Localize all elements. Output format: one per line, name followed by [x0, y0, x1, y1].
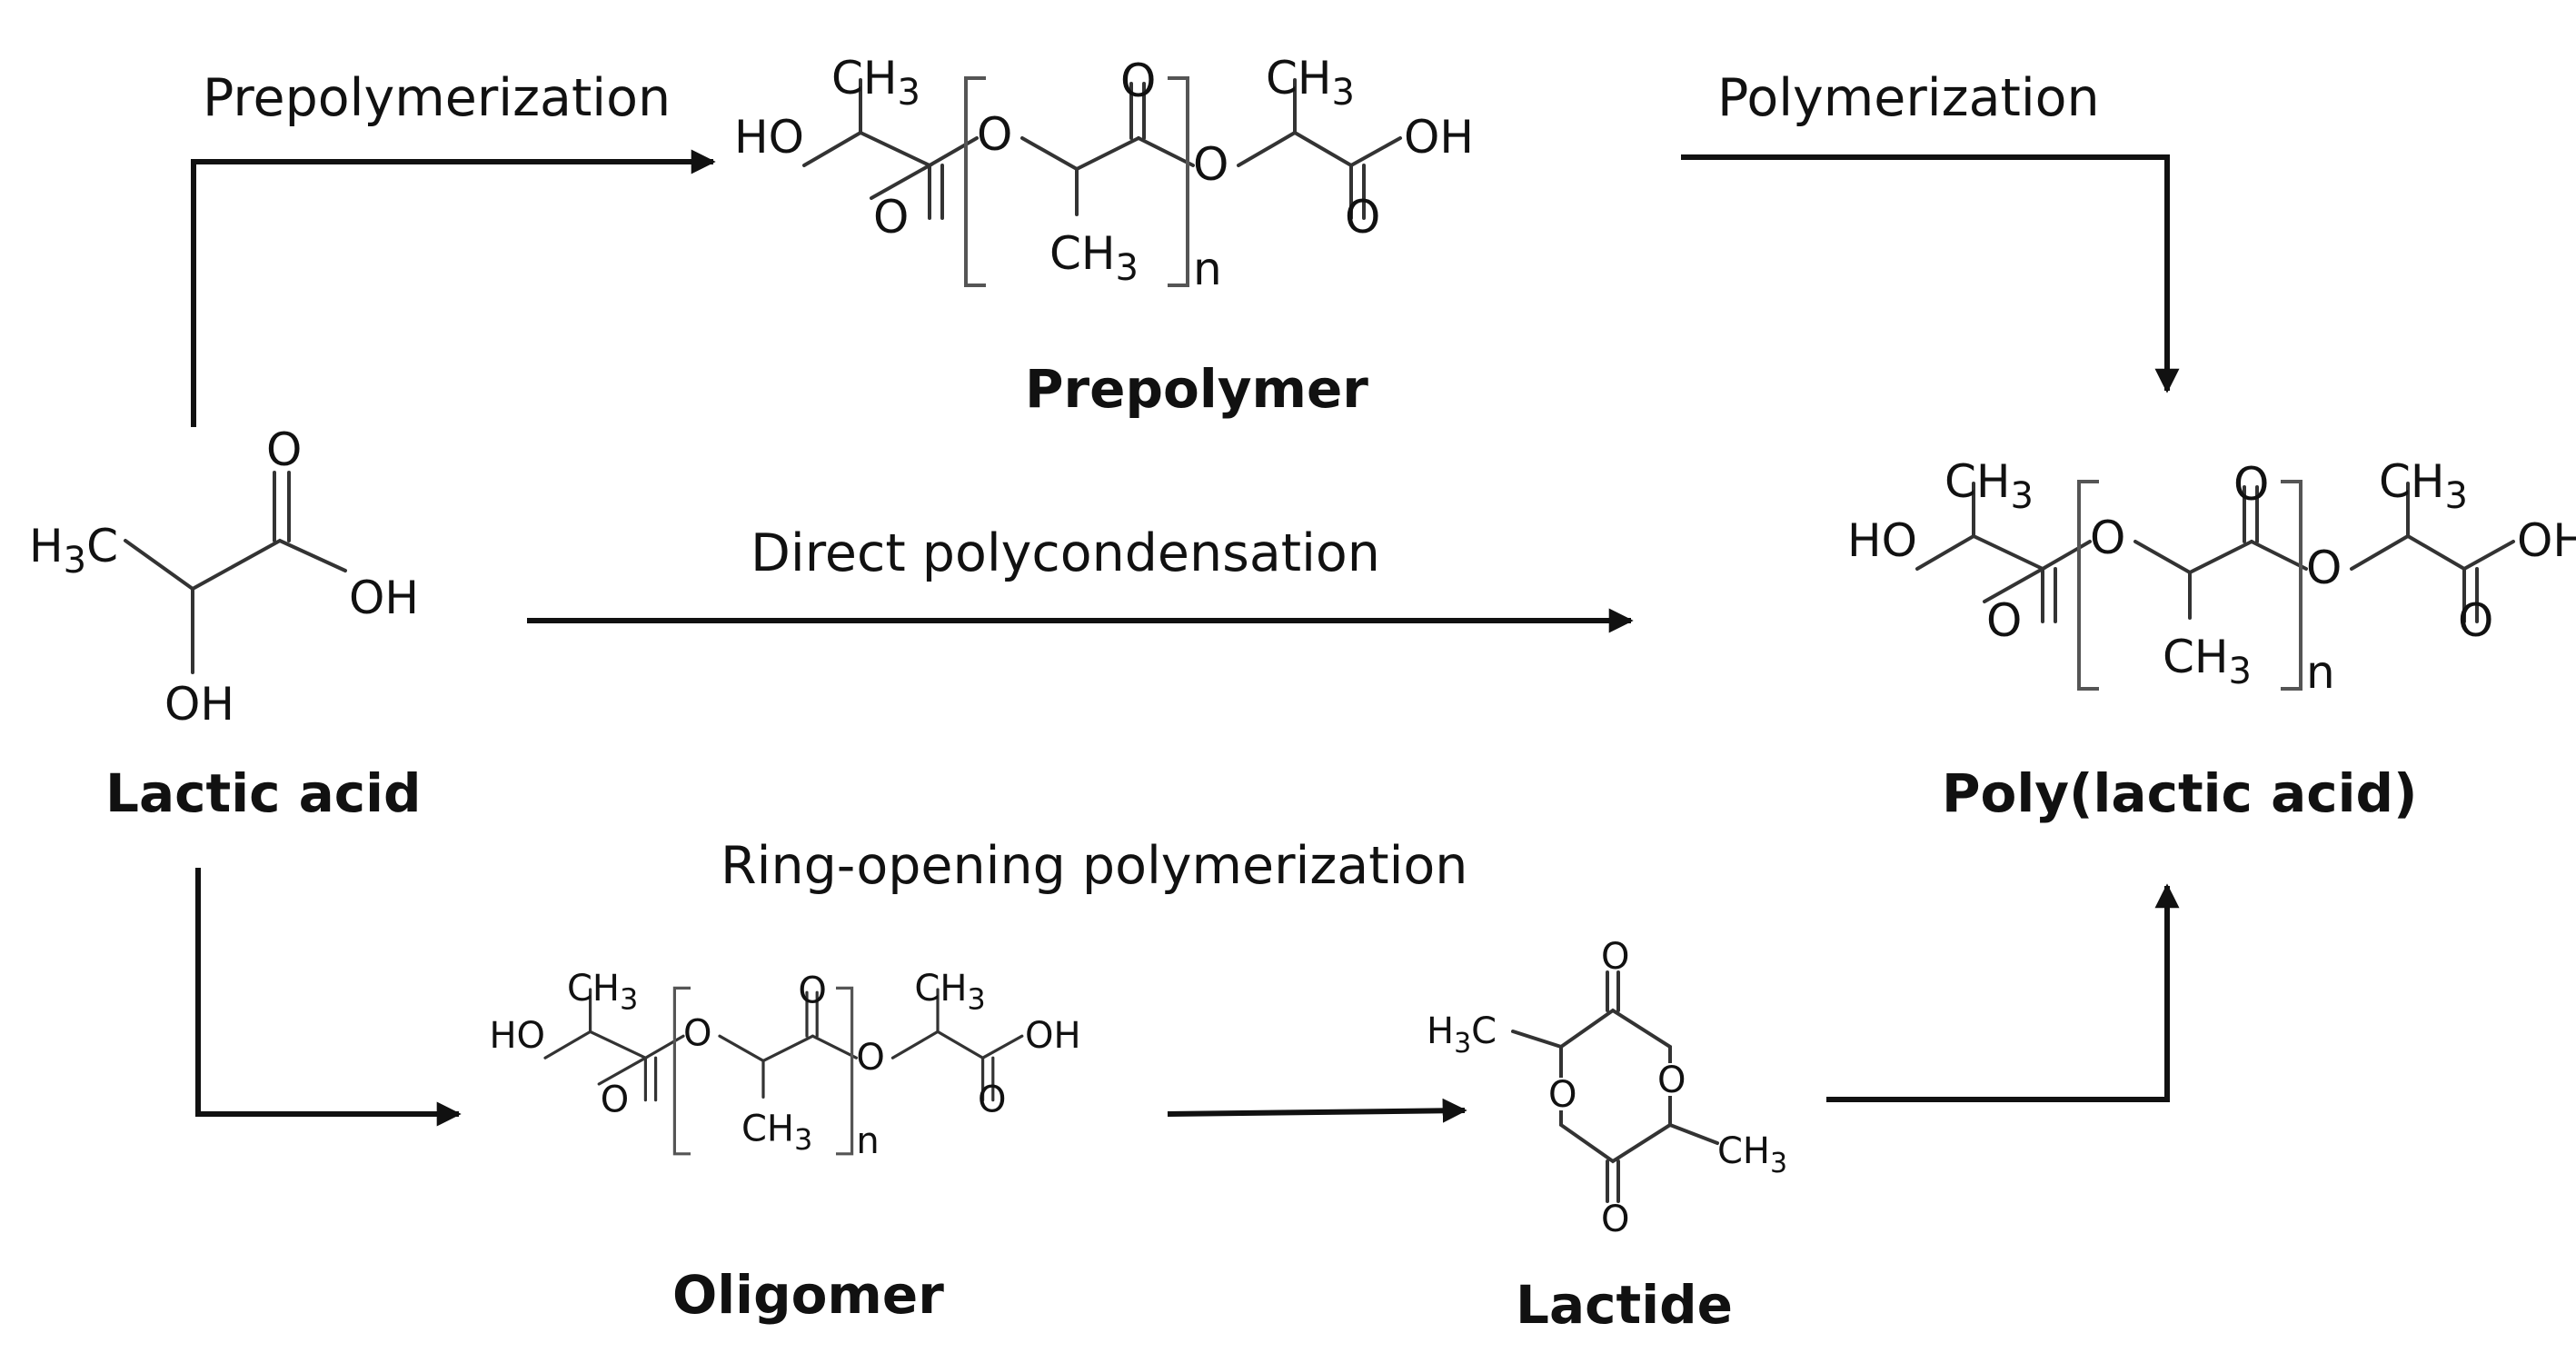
- svg-text:CH3: CH3: [1717, 1130, 1787, 1179]
- svg-text:OH: OH: [1404, 111, 1474, 164]
- svg-text:O: O: [2233, 458, 2269, 511]
- prepolymerization-arrow: [191, 149, 716, 427]
- polymerization-label: Polymerization: [1717, 68, 2100, 128]
- lactic-acid-structure: H3C O OH OH: [29, 423, 419, 731]
- svg-text:O: O: [978, 1079, 1006, 1120]
- svg-text:O: O: [601, 1079, 629, 1120]
- svg-text:H3C: H3C: [1427, 1010, 1497, 1060]
- prepolymerization-label: Prepolymerization: [203, 68, 671, 128]
- svg-text:O: O: [1601, 1199, 1629, 1240]
- svg-text:OH: OH: [1025, 1015, 1081, 1057]
- svg-text:CH3: CH3: [741, 1108, 812, 1157]
- svg-text:O: O: [1657, 1060, 1686, 1101]
- prepolymer-caption: Prepolymer: [1025, 358, 1368, 420]
- svg-text:OH: OH: [2517, 514, 2576, 567]
- svg-text:n: n: [2306, 646, 2335, 699]
- lactic-acid-caption: Lactic acid: [105, 762, 422, 824]
- svg-text:O: O: [1120, 55, 1156, 107]
- svg-text:O: O: [798, 970, 826, 1011]
- svg-text:CH3: CH3: [1049, 227, 1139, 289]
- oligomer-arrow: [195, 868, 462, 1127]
- lactide-caption: Lactide: [1516, 1274, 1733, 1336]
- svg-text:O: O: [1986, 594, 2022, 647]
- svg-text:O: O: [873, 191, 909, 244]
- svg-text:CH3: CH3: [1944, 455, 2034, 517]
- direct-polycondensation-label: Direct polycondensation: [751, 523, 1380, 583]
- svg-text:O: O: [266, 423, 302, 476]
- svg-text:O: O: [1601, 936, 1629, 978]
- prepolymer-structure: HO CH3 O O O CH3 n O CH3 O OH: [734, 52, 1474, 295]
- ring-opening-arrow: [1826, 883, 2180, 1102]
- pla-caption: Poly(lactic acid): [1942, 762, 2418, 824]
- svg-text:O: O: [1193, 138, 1228, 191]
- svg-text:H3C: H3C: [29, 520, 118, 582]
- svg-text:O: O: [2306, 542, 2342, 594]
- svg-text:CH3: CH3: [914, 968, 985, 1017]
- svg-text:O: O: [2090, 512, 2125, 564]
- svg-text:O: O: [856, 1037, 884, 1079]
- svg-text:HO: HO: [734, 111, 804, 164]
- svg-text:CH3: CH3: [567, 968, 638, 1017]
- svg-text:HO: HO: [1847, 514, 1917, 567]
- svg-text:CH3: CH3: [2379, 455, 2468, 517]
- svg-text:OH: OH: [349, 572, 419, 624]
- ring-opening-label: Ring-opening polymerization: [721, 836, 1467, 896]
- svg-text:O: O: [1548, 1074, 1576, 1116]
- svg-text:CH3: CH3: [1266, 52, 1355, 114]
- svg-text:HO: HO: [489, 1015, 545, 1057]
- svg-text:n: n: [1193, 243, 1222, 295]
- oligomer-structure: HO CH3 O O O CH3 n O CH3 O OH: [489, 968, 1080, 1162]
- svg-text:CH3: CH3: [831, 52, 920, 114]
- svg-text:O: O: [2458, 594, 2493, 647]
- svg-text:n: n: [856, 1120, 879, 1162]
- pla-structure: HO CH3 O O O CH3 n O CH3 O OH: [1847, 455, 2576, 699]
- oligomer-caption: Oligomer: [672, 1264, 944, 1326]
- svg-text:O: O: [683, 1013, 711, 1055]
- svg-text:O: O: [977, 108, 1012, 161]
- polymerization-arrow: [1681, 154, 2180, 393]
- svg-text:CH3: CH3: [2163, 631, 2252, 692]
- lactide-structure: O O O O H3C CH3: [1427, 936, 1787, 1240]
- svg-text:OH: OH: [164, 678, 234, 731]
- oligomer-to-lactide-arrow: [1167, 1098, 1467, 1123]
- svg-text:O: O: [1345, 191, 1380, 244]
